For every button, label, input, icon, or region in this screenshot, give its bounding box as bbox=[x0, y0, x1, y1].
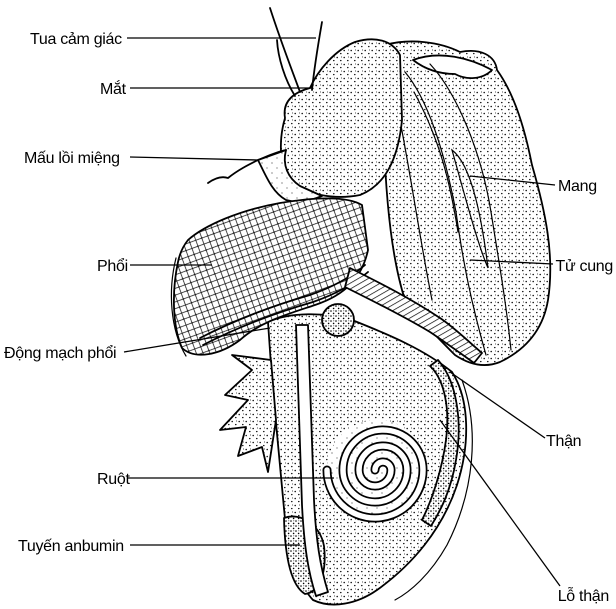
label-uterus: Tử cung bbox=[555, 258, 613, 275]
label-lung: Phổi bbox=[97, 257, 128, 275]
label-gill: Mang bbox=[558, 178, 597, 195]
label-pulmonary-artery: Động mạch phổi bbox=[4, 344, 116, 362]
snail-illustration bbox=[171, 8, 550, 605]
foot-fragment bbox=[220, 355, 276, 472]
label-intestine: Ruột bbox=[97, 471, 130, 488]
label-tentacle: Tua cảm giác bbox=[30, 31, 122, 48]
label-kidney: Thận bbox=[546, 433, 581, 450]
label-eye: Mắt bbox=[100, 79, 127, 98]
label-mouth-papilla: Mấu lồi miệng bbox=[24, 150, 120, 167]
label-albumin-gland: Tuyến anbumin bbox=[18, 538, 124, 555]
tentacle-left bbox=[270, 8, 300, 92]
leader-kidney-pore bbox=[440, 420, 560, 586]
heart bbox=[322, 304, 354, 336]
head-shape bbox=[281, 39, 402, 197]
leader-mouth-papilla bbox=[130, 157, 258, 160]
label-kidney-pore: Lỗ thận bbox=[558, 586, 609, 605]
